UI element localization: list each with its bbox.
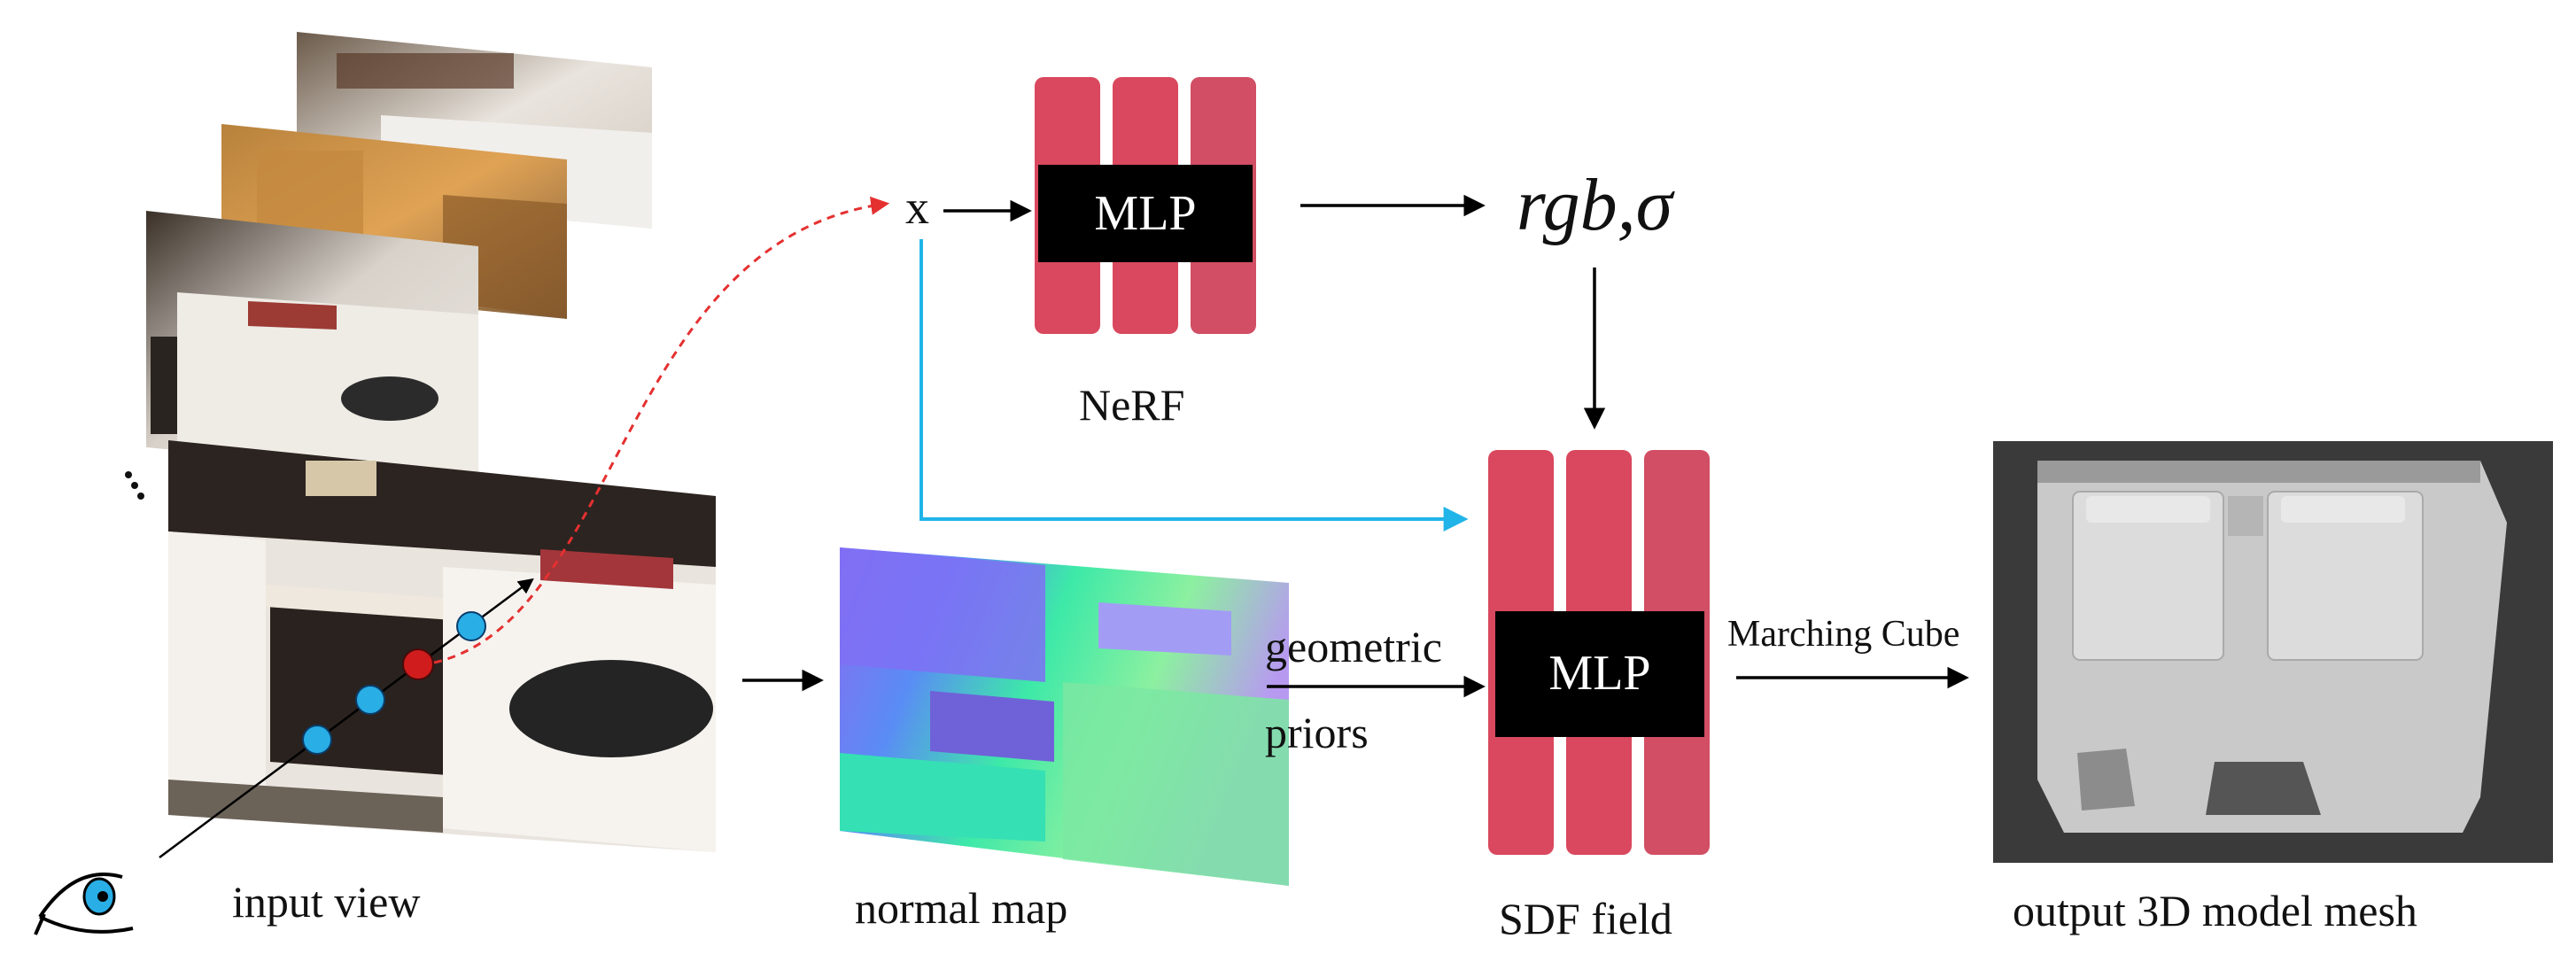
ray-sample-point	[456, 611, 486, 641]
input-photo-wall	[168, 440, 716, 567]
ellipsis-dot	[131, 482, 138, 489]
nerf-label: NeRF	[1079, 380, 1185, 430]
nerf-mlp-block	[1038, 165, 1253, 262]
mesh-pillow	[2086, 496, 2210, 523]
ellipsis-dot	[125, 471, 132, 478]
photo-3-bed	[177, 292, 478, 478]
input-photo-nightstand	[270, 593, 447, 775]
input-photo-clothes	[509, 660, 713, 757]
ray-query-point	[402, 648, 434, 680]
normal-map-pillow	[1098, 602, 1231, 656]
eye-icon	[34, 873, 134, 935]
input-photo-stack	[146, 32, 652, 478]
ray-sample-point	[302, 725, 332, 755]
eye-icon-lower	[39, 915, 134, 934]
mesh-floor-object	[2077, 749, 2135, 811]
more-views-ellipsis	[125, 471, 144, 500]
input-photo-bed-left	[168, 531, 266, 797]
input-view-label: input view	[232, 877, 421, 927]
priors-label: priors	[1265, 708, 1369, 757]
normal-map-image	[840, 547, 1289, 886]
input-photo-pillow	[540, 549, 673, 589]
photo-1-headboard	[337, 53, 514, 89]
eye-icon-pupil	[97, 891, 108, 902]
input-photo-floor	[168, 780, 443, 833]
normal-map-nightstand	[930, 691, 1054, 762]
mesh-bed-left	[2072, 491, 2224, 661]
eye-icon-lid	[38, 873, 123, 919]
geometric-label: geometric	[1265, 622, 1442, 671]
mesh-floor-object	[2206, 762, 2321, 815]
output-mesh-label: output 3D model mesh	[2013, 886, 2417, 935]
output-mesh-image	[1993, 441, 2553, 863]
nerf-mlp-label: MLP	[1094, 186, 1197, 241]
sdf-mlp-block	[1495, 611, 1704, 737]
mesh-room-shadow	[2037, 461, 2480, 483]
query-point-dashed-arrow	[433, 196, 890, 664]
input-photo-lamp	[306, 461, 376, 496]
rgb-sigma-output: rgb,σ	[1517, 164, 1672, 246]
normal-map-bed	[1063, 682, 1289, 886]
x-variable: x	[905, 181, 929, 234]
marching-cube-label: Marching Cube	[1727, 614, 1960, 655]
mesh-bed-right	[2267, 491, 2424, 661]
sdf-field-label: SDF field	[1499, 894, 1672, 943]
normal-map-label: normal map	[855, 883, 1068, 933]
mesh-nightstand	[2228, 496, 2263, 536]
ellipsis-dot	[137, 493, 144, 500]
input-photo-nightstand-top	[266, 585, 452, 620]
ray-sample-point	[355, 685, 385, 715]
x-to-sdf-blue-arrow	[919, 239, 1469, 531]
normal-map-wall	[840, 547, 1045, 682]
nerf-mlp	[1035, 77, 1256, 334]
sdf-mlp	[1488, 450, 1710, 855]
normal-map-floor	[840, 753, 1045, 842]
photo-3-clothes	[341, 376, 438, 421]
mesh-pillow	[2281, 496, 2405, 523]
photo-3-pillow	[248, 301, 337, 330]
eye-icon-lash	[34, 913, 46, 935]
sdf-mlp-label: MLP	[1548, 646, 1651, 701]
